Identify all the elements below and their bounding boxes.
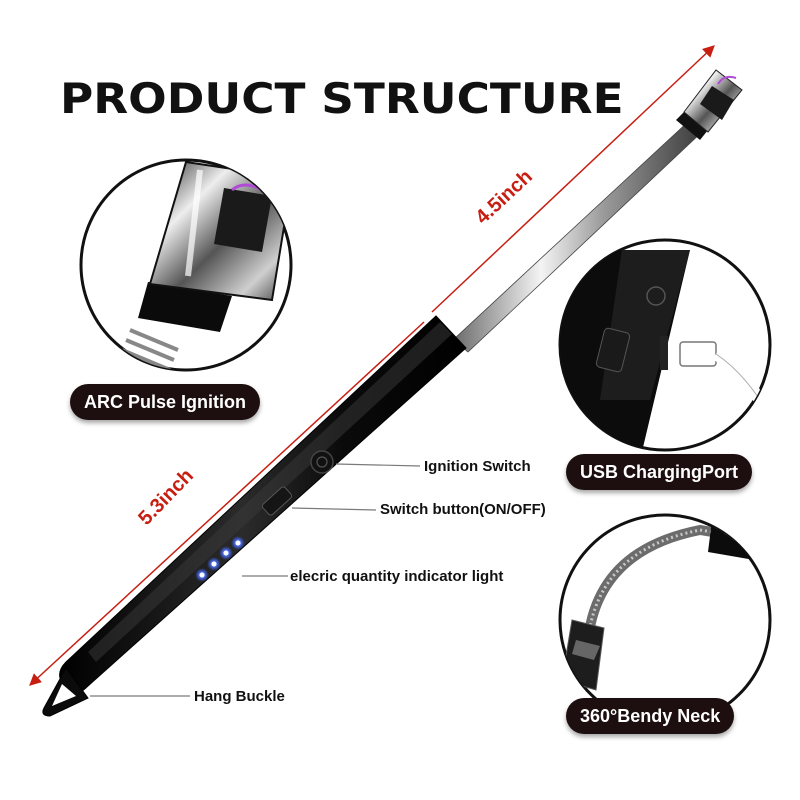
usb-charging-badge: USB ChargingPort	[566, 454, 753, 490]
ignition-switch-label: Ignition Switch	[424, 458, 531, 475]
callout-lines	[90, 463, 421, 697]
bendy-neck-badge: 360°Bendy Neck	[566, 698, 735, 734]
handle-dimension-line	[29, 321, 425, 686]
arc-pulse-badge: ARC Pulse Ignition	[70, 384, 260, 420]
bendy-neck-icon	[558, 513, 772, 727]
page-title: PRODUCT STRUCTURE	[60, 74, 624, 123]
usb-cable-icon	[558, 238, 772, 452]
switch-button-label: Switch button(ON/OFF)	[380, 501, 546, 518]
led-indicator	[195, 536, 245, 582]
rod-dimension-line	[431, 45, 715, 313]
indicator-light-label: elecric quantity indicator light	[290, 568, 504, 585]
arc-tip-icon	[79, 158, 293, 372]
lighter-icon	[42, 69, 743, 717]
hang-buckle-label: Hang Buckle	[194, 688, 285, 705]
